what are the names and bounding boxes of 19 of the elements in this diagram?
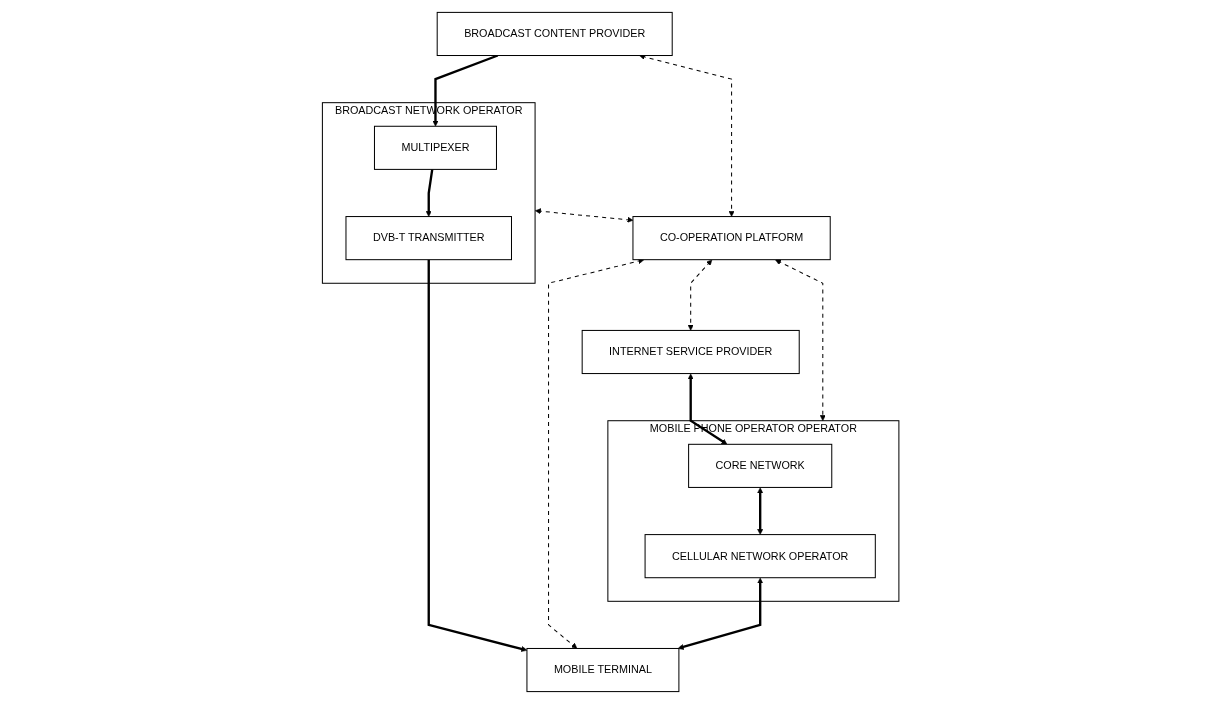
arrow [775, 259, 827, 421]
node-box: INTERNET SERVICE PROVIDER [582, 329, 801, 375]
arrow [757, 487, 764, 535]
arrow [678, 577, 764, 650]
arrow [535, 208, 634, 223]
arrow [548, 258, 645, 649]
arrow [426, 169, 434, 217]
node-box: MOBILE TERMINAL [526, 647, 680, 693]
arrow [432, 54, 499, 127]
node-box: BROADCAST CONTENT PROVIDER [437, 11, 674, 56]
node-box: DVB-T TRANSMITTER [345, 216, 513, 261]
node-box: CORE NETWORK [688, 443, 833, 488]
arrow [688, 373, 728, 445]
arrow [639, 54, 735, 217]
node-box: CO-OPERATION PLATFORM [632, 216, 832, 261]
node-box: CELLULAR NETWORK OPERATOR [644, 534, 877, 579]
arrow [427, 259, 528, 652]
arrow [688, 259, 713, 331]
node-box: MULTIPEXER [374, 125, 498, 170]
